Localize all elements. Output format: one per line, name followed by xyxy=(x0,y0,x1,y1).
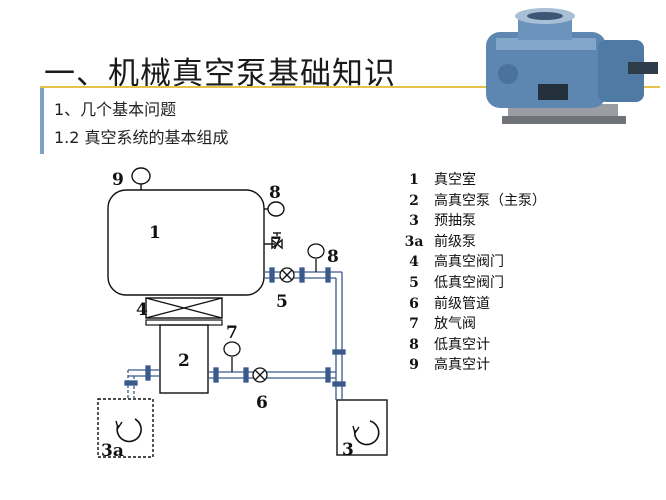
label-foreline: 6 xyxy=(256,393,268,413)
label-backing-pump: 3 xyxy=(342,440,354,460)
vent-valve-foreline xyxy=(223,341,241,357)
roots-pump-image xyxy=(486,8,658,124)
subtitle-accent-bar xyxy=(40,88,44,154)
vent-valve-chamber xyxy=(271,238,283,250)
label-hv-valve: 4 xyxy=(136,300,148,320)
subtitle-line-1: 1、几个基本问题 xyxy=(54,100,177,119)
subtitle-line-2: 1.2 真空系统的基本组成 xyxy=(54,128,229,147)
label-vent-bottom: 7 xyxy=(226,323,238,343)
label-gauge8-right: 8 xyxy=(327,247,339,267)
high-vacuum-pump xyxy=(159,324,209,394)
label-chamber: 1 xyxy=(149,223,161,243)
vacuum-system-diagram: 1 2 3 3a 4 5 6 7 7 8 8 9 xyxy=(97,167,388,461)
low-vacuum-gauge-chamber xyxy=(267,201,285,217)
label-vent-top: 7 xyxy=(270,234,282,254)
backing-pump xyxy=(336,399,388,456)
low-vacuum-gauge-line xyxy=(307,243,325,259)
label-gauge8-top: 8 xyxy=(269,183,281,203)
title-underline xyxy=(40,86,660,88)
vacuum-chamber xyxy=(107,189,265,296)
label-roughing-pump: 3a xyxy=(101,441,124,461)
label-gauge9: 9 xyxy=(112,170,124,190)
label-lv-valve: 5 xyxy=(276,292,288,312)
roughing-pump xyxy=(97,398,154,458)
label-hv-pump: 2 xyxy=(178,351,190,371)
high-vacuum-gauge xyxy=(131,167,151,185)
high-vacuum-valve xyxy=(145,297,223,319)
